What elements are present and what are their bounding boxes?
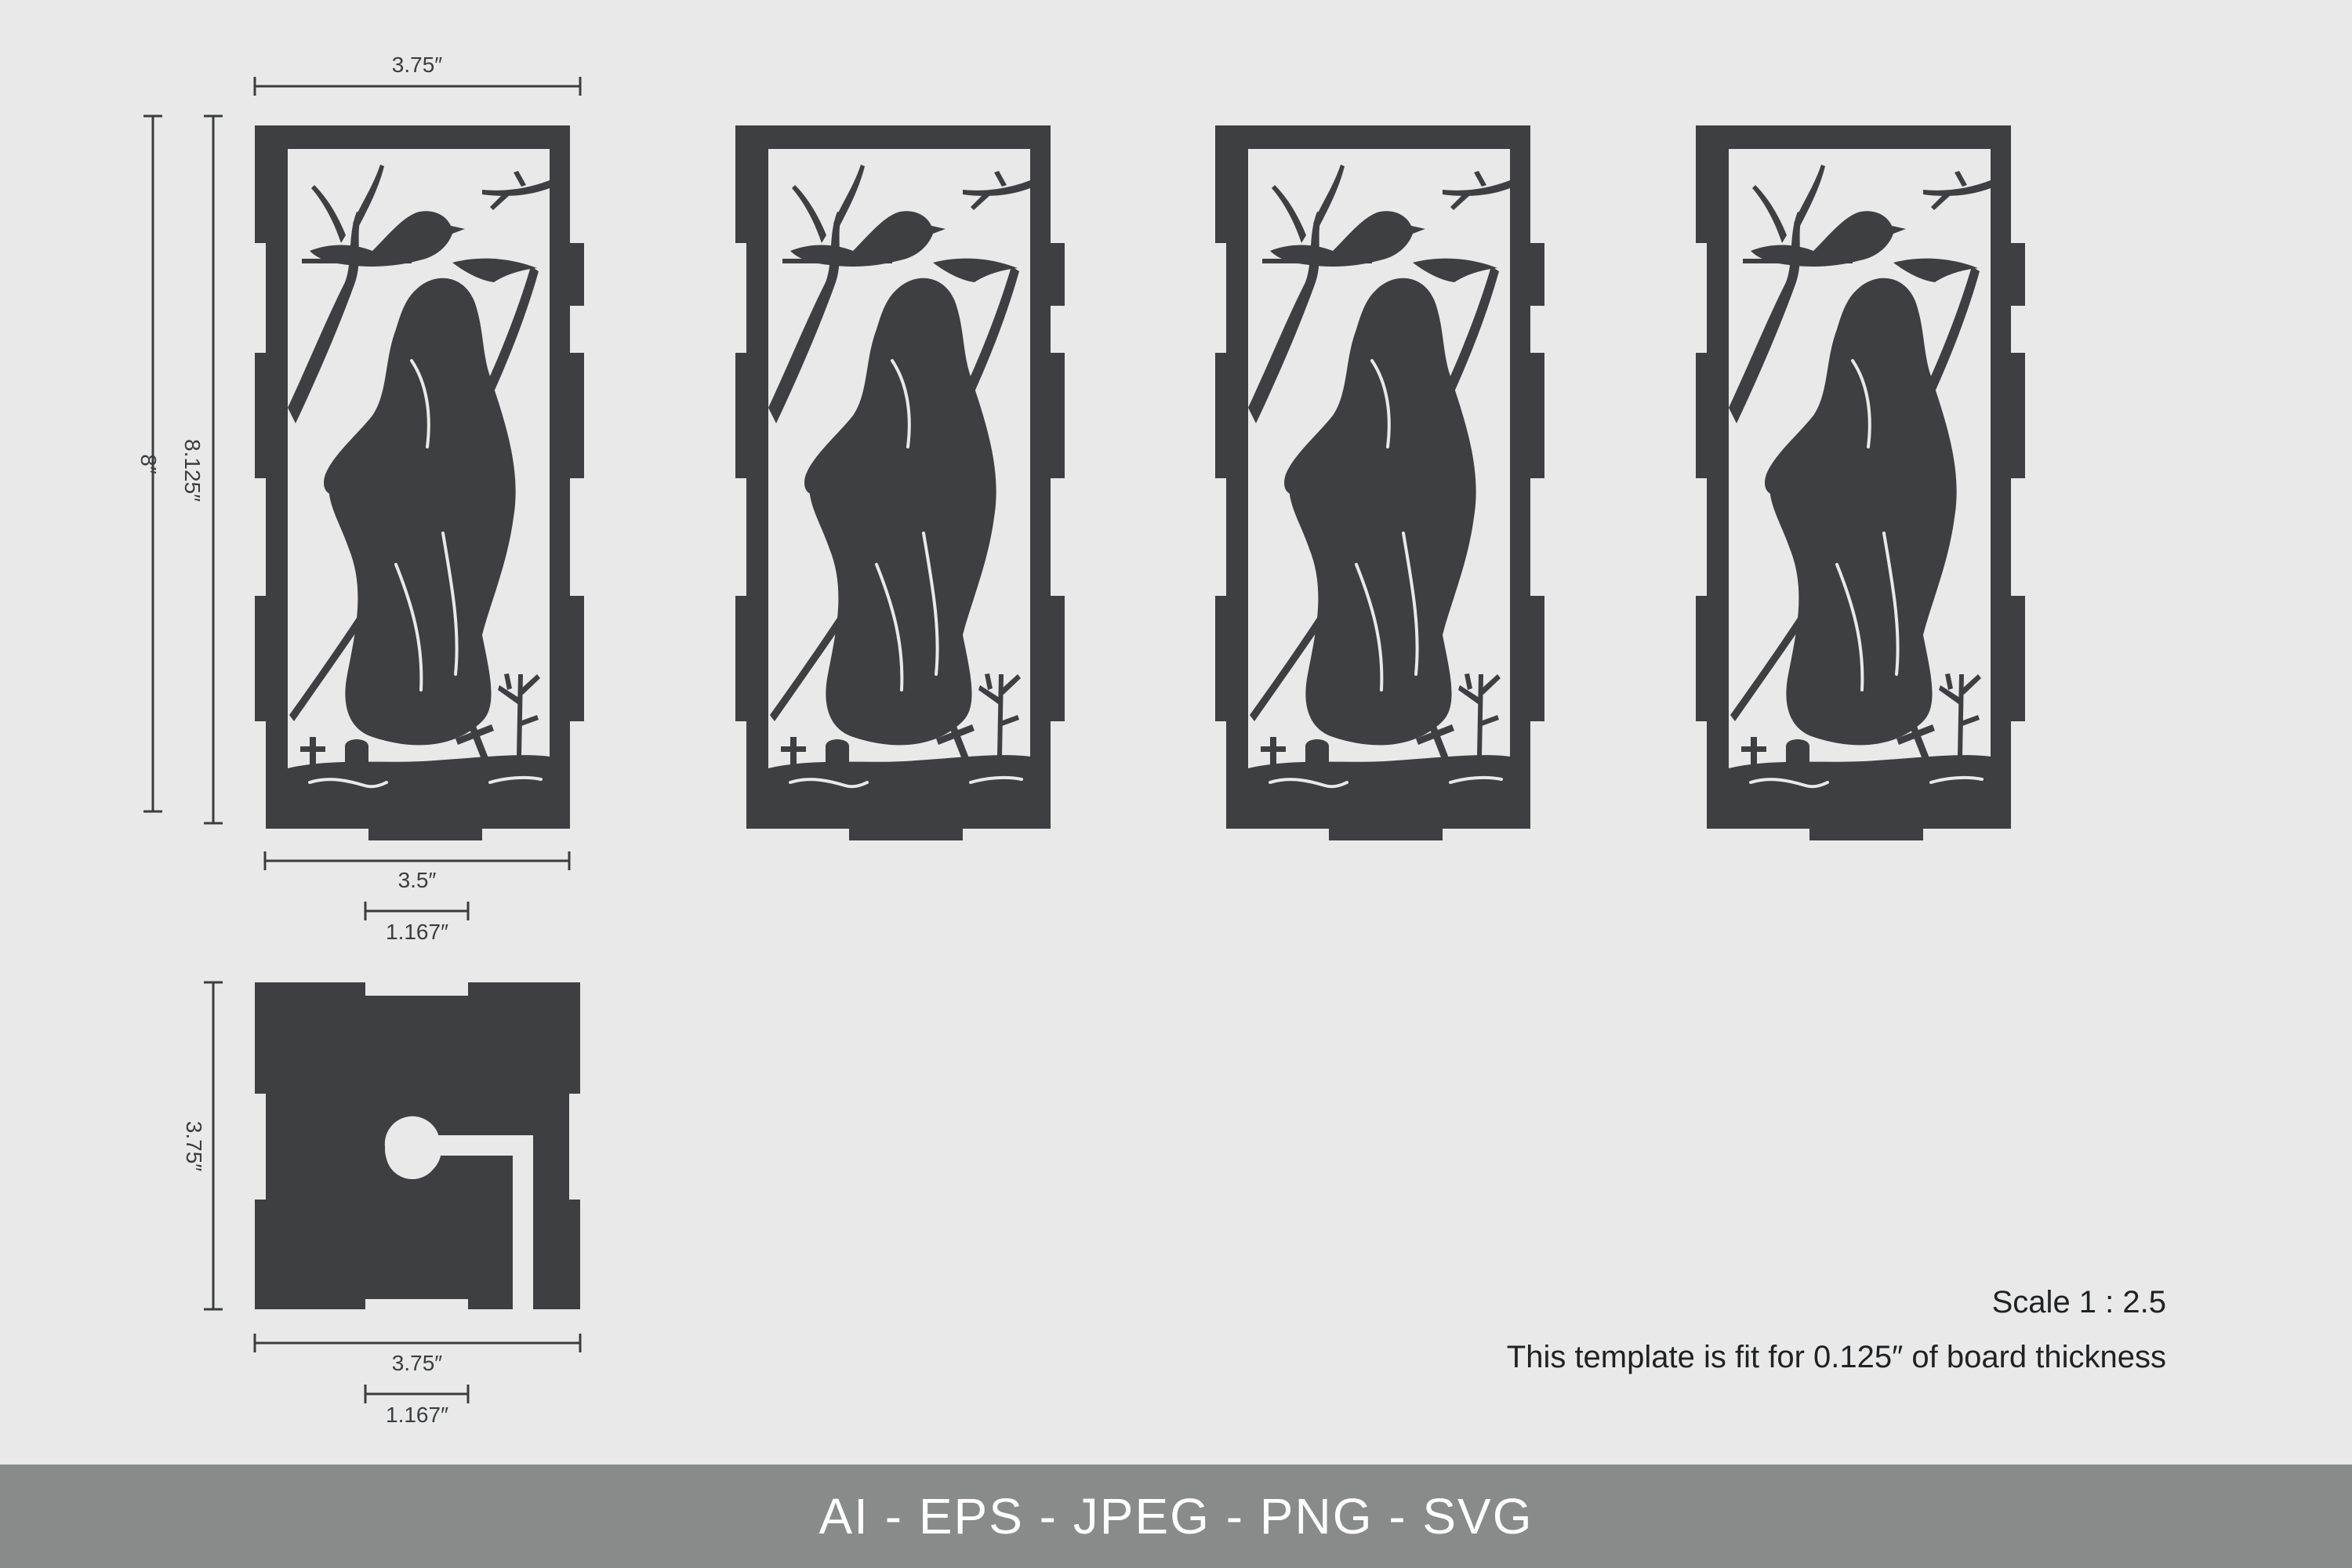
file-formats-label: AI - EPS - JPEG - PNG - SVG (818, 1488, 1534, 1544)
side-panel-4 (1694, 124, 2027, 842)
thickness-note: This template is fit for 0.125″ of board… (1507, 1340, 2166, 1374)
dim-base-width: 3.75″ (392, 1351, 442, 1375)
dim-panel-bottom-width: 3.5″ (398, 868, 437, 892)
base-cutout (385, 1121, 533, 1309)
dim-panel-outer-height: 8″ (136, 454, 161, 474)
side-panel-2 (734, 124, 1066, 842)
panel-dimension-lines (143, 77, 582, 920)
footer-bar: AI - EPS - JPEG - PNG - SVG (0, 1465, 2352, 1568)
base-dimension-lines (204, 981, 582, 1403)
base-panel (255, 982, 580, 1309)
side-panel-3 (1214, 124, 1546, 842)
dim-panel-inner-height: 8.125″ (180, 439, 205, 502)
dim-base-height: 3.75″ (182, 1121, 206, 1171)
dim-base-tab-width: 1.167″ (386, 1403, 448, 1427)
dim-panel-tab-width: 1.167″ (386, 920, 448, 944)
dim-panel-top-width: 3.75″ (392, 53, 442, 77)
scale-note: Scale 1 : 2.5 (1992, 1285, 2166, 1319)
side-panel-1 (253, 124, 586, 842)
